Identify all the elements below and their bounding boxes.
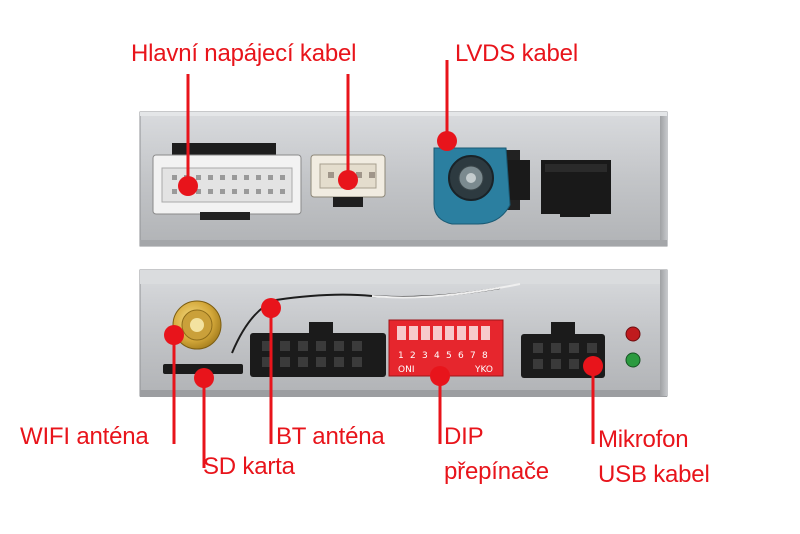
callouts — [164, 60, 603, 468]
callout-dot — [261, 298, 281, 318]
dip-number: 2 — [410, 351, 416, 361]
dip-number: 1 — [398, 351, 404, 361]
main-power-connector — [152, 143, 302, 220]
callout-dot — [178, 176, 198, 196]
dip-number: 5 — [446, 351, 452, 361]
main-black-connector — [250, 322, 386, 377]
dip-number: 4 — [434, 351, 440, 361]
usb-cable-label: USB kabel — [598, 461, 710, 488]
callout-dot — [338, 170, 358, 190]
callout-dot — [430, 366, 450, 386]
red-led — [625, 326, 641, 342]
callout-dot — [583, 356, 603, 376]
lvds-cable-label: LVDS kabel — [455, 40, 578, 67]
microphone-label: Mikrofon — [598, 426, 689, 453]
dip-number: 6 — [458, 351, 464, 361]
bt-antenna-label: BT anténa — [276, 423, 385, 450]
dip-switch: 1 2 3 4 5 6 7 8 ONI YKO — [388, 319, 504, 377]
main-power-cable-label: Hlavní napájecí kabel — [131, 40, 357, 67]
wifi-antenna-label: WIFI anténa — [20, 423, 149, 450]
lvds-connector — [433, 147, 530, 225]
black-port — [541, 160, 611, 217]
dip-on-label: ONI — [398, 365, 414, 375]
dip-number: 7 — [470, 351, 476, 361]
dip-number: 8 — [482, 351, 488, 361]
bottom-device-panel: 1 2 3 4 5 6 7 8 ONI YKO — [139, 269, 668, 397]
dip-label: DIP — [444, 423, 484, 450]
green-led — [625, 352, 641, 368]
top-device-panel — [139, 111, 668, 247]
callout-dot — [164, 325, 184, 345]
wifi-antenna-connector — [172, 300, 222, 350]
sd-card-label: SD karta — [203, 453, 295, 480]
dip-off-label: YKO — [474, 365, 493, 375]
callout-dot — [437, 131, 457, 151]
callout-dot — [194, 368, 214, 388]
dip-switches-label: přepínače — [444, 458, 549, 485]
dip-number: 3 — [422, 351, 428, 361]
